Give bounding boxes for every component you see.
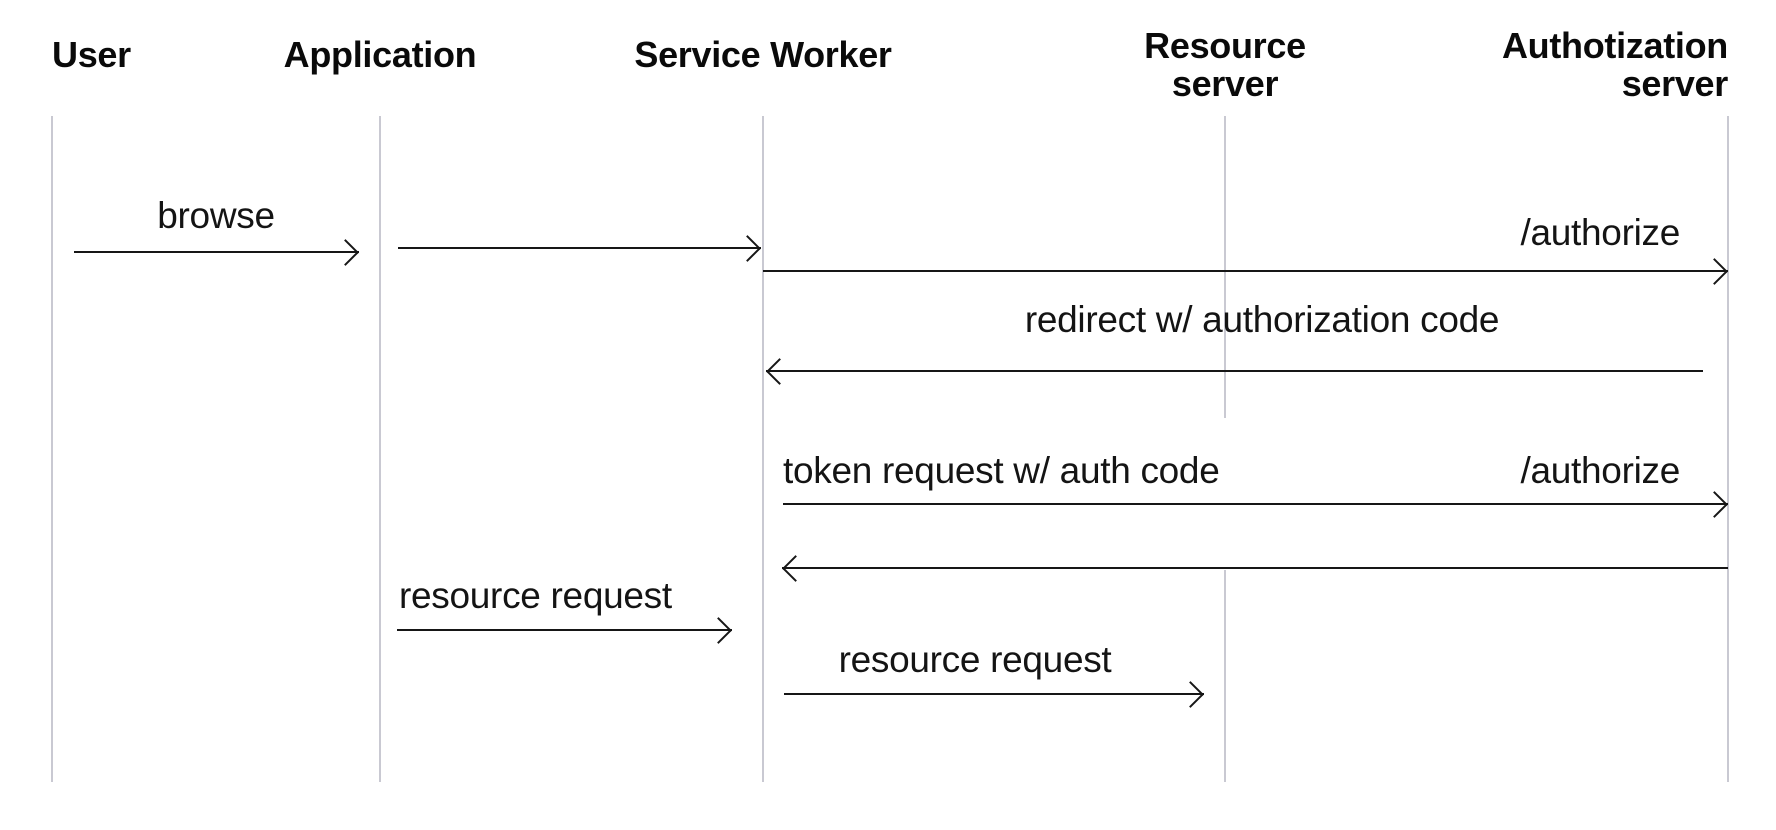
message-line-authorize	[763, 269, 1728, 273]
message-line-resource-request-application	[397, 628, 732, 632]
message-line-application-to-service-worker	[398, 246, 761, 250]
actor-label-line: server	[1171, 63, 1279, 104]
arrowhead-left-icon	[781, 554, 809, 582]
lifeline-resource-server	[1223, 570, 1227, 782]
message-label-resource-request-application: resource request	[399, 575, 672, 616]
actor-label-line: server	[1621, 63, 1729, 104]
lifeline-resource-server	[1223, 116, 1227, 418]
message-line-browse	[74, 250, 359, 254]
message-label-redirect-with-authorization-code: redirect w/ authorization code	[1024, 299, 1500, 340]
message-label-authorize: /authorize	[1520, 212, 1681, 253]
actor-label-line: Service Worker	[634, 34, 892, 75]
message-label2-token-request-with-auth-code: /authorize	[1520, 450, 1681, 491]
arrowhead-left-icon	[765, 357, 793, 385]
arrowhead-right-icon	[1177, 680, 1204, 708]
actor-label-service-worker: Service Worker	[634, 34, 892, 75]
arrowhead-right-icon	[332, 238, 359, 266]
arrowhead-right-icon	[705, 616, 732, 644]
lifeline-service-worker	[761, 116, 765, 782]
lifeline-authotization-server	[1726, 116, 1730, 782]
message-label-browse: browse	[157, 195, 275, 236]
lifeline-application	[378, 116, 382, 782]
actor-label-application: Application	[284, 36, 477, 74]
message-line-redirect-with-authorization-code	[766, 369, 1703, 373]
arrowhead-right-icon	[1701, 490, 1728, 518]
message-label-token-request-with-auth-code: token request w/ auth code	[783, 450, 1220, 491]
actor-label-line: Resource	[1144, 25, 1306, 66]
arrowhead-right-icon	[1701, 257, 1728, 285]
message-line-resource-request-service-worker	[784, 692, 1204, 696]
message-line-token-request-with-auth-code	[783, 502, 1728, 506]
lifeline-user	[50, 116, 54, 782]
actor-label-user: User	[52, 36, 131, 74]
message-line-token-response	[782, 566, 1728, 570]
actor-label-line: Application	[283, 34, 477, 75]
actor-label-line: User	[52, 34, 131, 75]
arrowhead-right-icon	[734, 234, 761, 262]
actor-label-line: Authotization	[1501, 25, 1728, 66]
message-label-resource-request-service-worker: resource request	[838, 639, 1112, 680]
